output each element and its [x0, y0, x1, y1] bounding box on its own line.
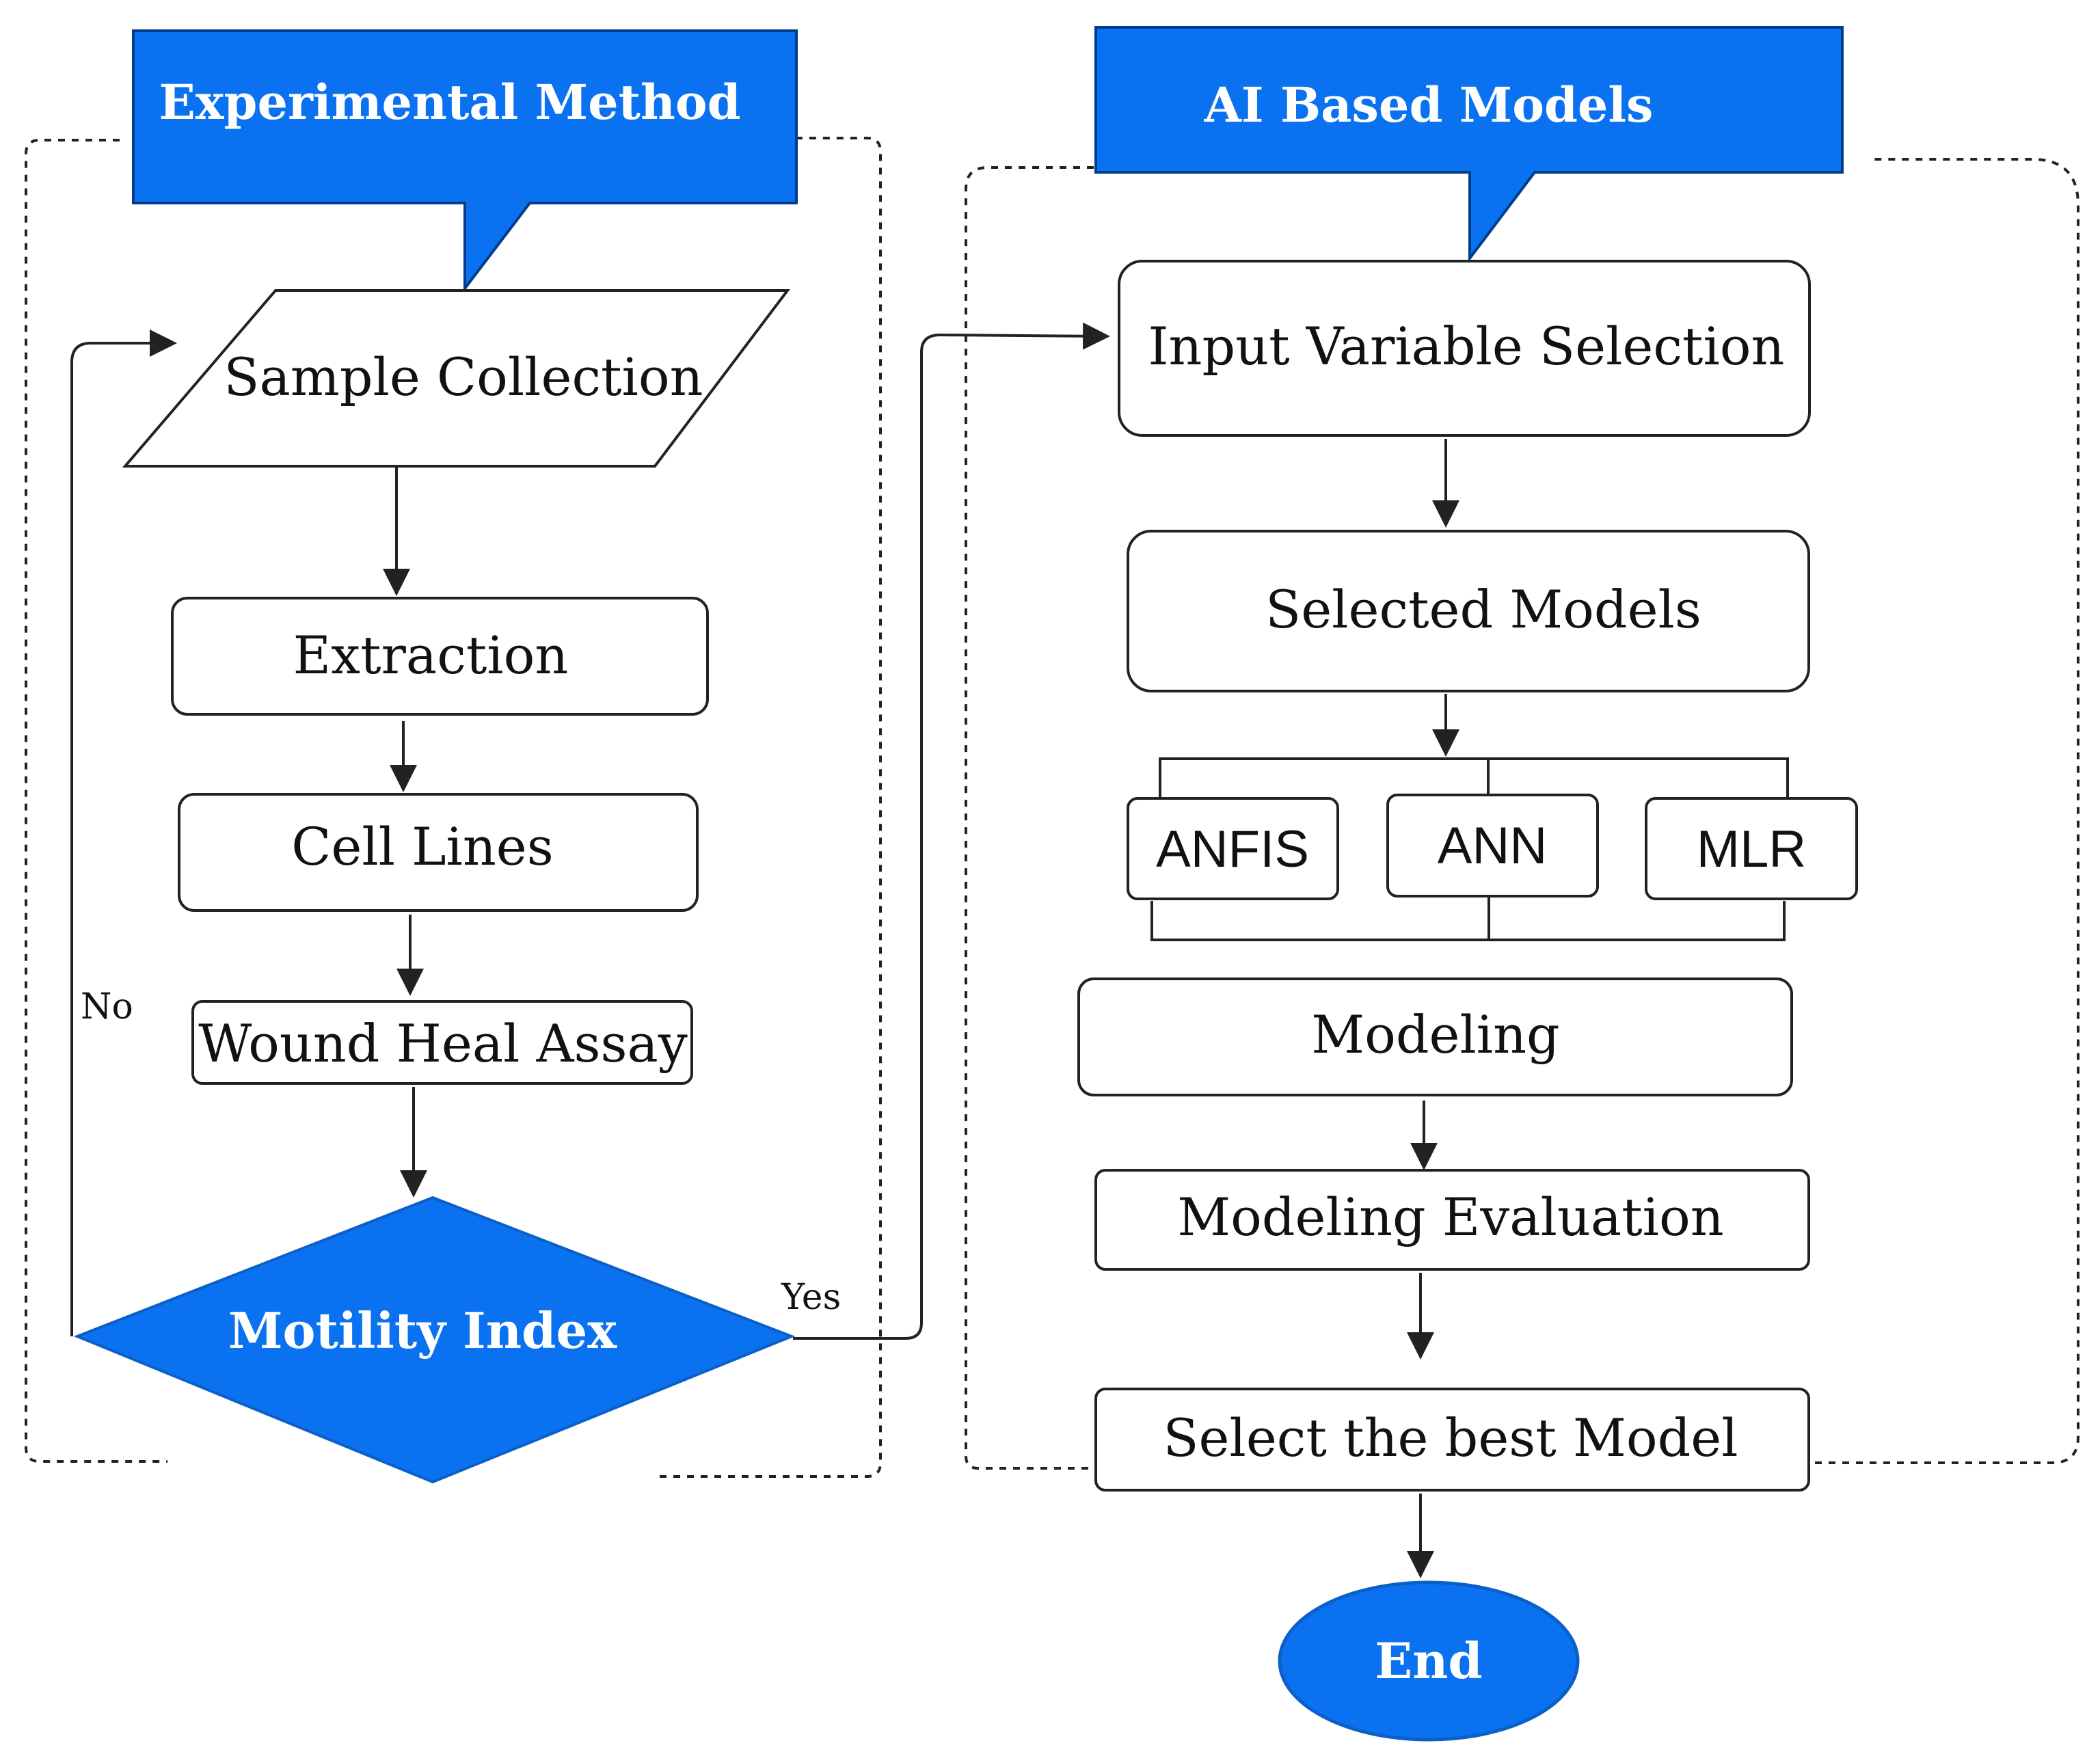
mlr-label: MLR — [1697, 820, 1806, 878]
modeling-evaluation-node: Modeling Evaluation — [1094, 1169, 1810, 1271]
selected-models-label: Selected Models — [1265, 579, 1701, 640]
experimental-method-callout: Experimental Method — [132, 29, 798, 293]
edge-label-yes: Yes — [781, 1277, 841, 1318]
cell-lines-label: Cell Lines — [291, 816, 554, 877]
arrow-no-loop-back — [70, 329, 177, 1336]
experimental-method-panel: Experimental Method Sample Collection Ex… — [25, 29, 1110, 1484]
end-node: End — [1278, 1580, 1580, 1742]
experimental-method-boundary — [25, 137, 882, 1478]
wound-heal-assay-label: Wound Heal Assay — [198, 1013, 688, 1074]
select-best-model-label: Select the best Model — [1163, 1407, 1738, 1468]
sample-collection-label: Sample Collection — [224, 347, 703, 407]
ai-based-models-callout: AI Based Models — [1094, 26, 1844, 262]
modeling-label: Modeling — [1311, 1004, 1559, 1065]
extraction-label: Extraction — [293, 625, 569, 686]
sample-collection-node: Sample Collection — [122, 289, 791, 468]
input-variable-selection-label: Input Variable Selection — [1148, 316, 1785, 377]
modeling-evaluation-label: Modeling Evaluation — [1177, 1187, 1723, 1247]
selected-models-node: Selected Models — [1127, 530, 1810, 692]
mlr-node: MLR — [1645, 797, 1858, 900]
experimental-method-title: Experimental Method — [159, 74, 740, 131]
ann-label: ANN — [1438, 817, 1547, 875]
cell-lines-node: Cell Lines — [178, 793, 699, 912]
motility-index-node: Motility Index — [73, 1196, 796, 1484]
extraction-node: Extraction — [171, 597, 709, 716]
edge-label-no: No — [81, 986, 133, 1027]
motility-index-label: Motility Index — [228, 1301, 617, 1360]
ann-node: ANN — [1386, 794, 1599, 898]
modeling-node: Modeling — [1077, 977, 1793, 1096]
ai-based-models-boundary — [965, 158, 2079, 1470]
models-branch-top — [1159, 757, 1789, 800]
ai-based-models-panel: AI Based Models Input Variable Selection… — [965, 26, 2079, 1742]
select-best-model-node: Select the best Model — [1094, 1388, 1810, 1492]
arrow-yes-to-input-selection — [793, 322, 1110, 1340]
anfis-label: ANFIS — [1156, 820, 1309, 878]
end-label: End — [1375, 1632, 1483, 1690]
models-branch-bottom — [1150, 898, 1786, 941]
anfis-node: ANFIS — [1127, 797, 1339, 900]
input-variable-selection-node: Input Variable Selection — [1118, 260, 1811, 437]
ai-based-models-title: AI Based Models — [1204, 77, 1654, 133]
wound-heal-assay-node: Wound Heal Assay — [191, 1000, 693, 1085]
